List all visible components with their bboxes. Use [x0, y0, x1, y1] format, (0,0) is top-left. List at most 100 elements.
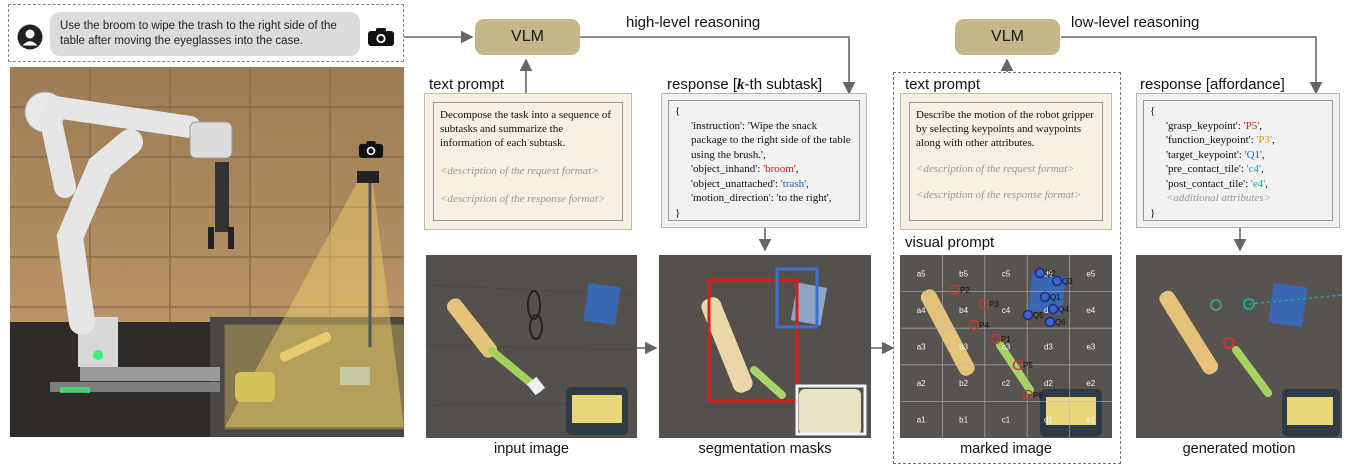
- q-keypoint-marker: [1034, 267, 1046, 279]
- prompt1-response-format: <description of the response format>: [440, 193, 606, 205]
- grid-tile-label: e5: [1086, 269, 1095, 278]
- grid-tile-label: b2: [959, 379, 968, 388]
- p-keypoint-label: P4: [979, 321, 989, 330]
- q-keypoint-label: Q6: [1055, 318, 1066, 327]
- affordance-open-brace: {: [1150, 105, 1156, 117]
- grid-tile-label: b5: [959, 269, 968, 278]
- response-subtask-label: response [k-th subtask]: [667, 76, 822, 94]
- affordance-function-value: 'P3': [1256, 134, 1273, 146]
- p-keypoint-label: P1: [1001, 335, 1011, 344]
- grid-tile-label: c3: [1002, 343, 1011, 352]
- q-keypoint-marker: [1051, 275, 1063, 287]
- prompt1-body: Decompose the task into a sequence of su…: [440, 109, 612, 149]
- camera-icon: [367, 27, 395, 47]
- q-keypoint-label: Q4: [1058, 305, 1069, 314]
- q-keypoint-marker: [1047, 303, 1059, 315]
- response-subtask-label-k: k: [737, 77, 745, 93]
- subtask-inhand-comma: ,: [795, 163, 799, 175]
- p-keypoint-label: P2: [960, 286, 970, 295]
- affordance-function-key: 'function_keypoint':: [1166, 134, 1254, 146]
- p-keypoint-label: P6: [1033, 391, 1043, 400]
- visual-prompt-label: visual prompt: [905, 234, 995, 251]
- subtask-instruction: 'instruction': 'Wipe the snack package t…: [691, 119, 853, 163]
- vlm-high-level: VLM: [475, 19, 580, 55]
- low-level-text-prompt: Describe the motion of the robot gripper…: [900, 93, 1112, 230]
- prompt2-body: Describe the motion of the robot gripper…: [916, 109, 1094, 149]
- affordance-function: 'function_keypoint': 'P3',: [1166, 133, 1326, 148]
- subtask-unattached-key: 'object_unattached':: [691, 177, 779, 190]
- subtask-instruction-value: 'Wipe the snack package to the right sid…: [691, 119, 851, 161]
- grid-tile-label: a4: [917, 306, 926, 315]
- q-keypoint-label: Q5: [1033, 311, 1044, 320]
- text-prompt-label-2: text prompt: [905, 76, 981, 93]
- grid-tile-label: a1: [917, 416, 926, 425]
- text-prompt-label-1: text prompt: [429, 76, 505, 93]
- p-keypoint-marker: [1012, 359, 1024, 371]
- input-image: [426, 255, 637, 438]
- p-keypoint-label: P3: [989, 300, 999, 309]
- vlm-low-level: VLM: [955, 19, 1060, 55]
- scene-camera-icon: [358, 140, 384, 159]
- affordance-additional: <additional attributes>: [1166, 192, 1271, 204]
- affordance-response: { 'grasp_keypoint': 'P5', 'function_keyp…: [1136, 93, 1340, 228]
- p-keypoint-label: P5: [1023, 361, 1033, 370]
- affordance-grasp-value: 'P5': [1243, 119, 1260, 132]
- grid-tile-label: c5: [1002, 269, 1011, 278]
- subtask-instruction-key: 'instruction':: [691, 119, 746, 132]
- p-keypoint-marker: [990, 333, 1002, 345]
- user-avatar: [17, 24, 43, 50]
- robot-scene-photo: [10, 67, 404, 437]
- subtask-motion-direction: 'motion_direction': 'to the right',: [691, 191, 853, 206]
- affordance-target: 'target_keypoint': 'Q1',: [1166, 148, 1326, 163]
- affordance-target-key: 'target_keypoint':: [1166, 148, 1242, 161]
- generated-motion-caption: generated motion: [1182, 441, 1296, 457]
- affordance-post-value: 'e4': [1250, 177, 1266, 190]
- high-level-reasoning-label: high-level reasoning: [626, 14, 761, 31]
- p-keypoint-marker: [978, 298, 990, 310]
- q-keypoint-marker: [1044, 316, 1056, 328]
- subtask-object-inhand: 'object_inhand': 'broom',: [691, 162, 853, 177]
- grid-tile-label: a5: [917, 269, 926, 278]
- affordance-target-comma: ,: [1262, 148, 1265, 161]
- grid-tile-label: e2: [1086, 379, 1095, 388]
- grid-tile-label: e1: [1086, 416, 1095, 425]
- q-keypoint-label: Q1: [1050, 293, 1061, 302]
- grid-tile-label: d2: [1044, 379, 1053, 388]
- low-level-reasoning-label: low-level reasoning: [1071, 14, 1200, 31]
- marked-image: a5b5c5d5e5a4b4c4d4e4a3b3c3d3e3a2b2c2d2e2…: [900, 255, 1112, 438]
- prompt2-request-format: <description of the request format>: [916, 163, 1075, 175]
- q-keypoint-label: Q2: [1045, 269, 1056, 278]
- subtask-object-unattached: 'object_unattached': 'trash',: [691, 177, 853, 192]
- p-keypoint-marker: [1022, 389, 1034, 401]
- affordance-post-contact: 'post_contact_tile': 'e4',: [1166, 177, 1326, 192]
- q-keypoint-marker: [1039, 291, 1051, 303]
- affordance-grasp-comma: ,: [1259, 119, 1262, 132]
- subtask-response: { 'instruction': 'Wipe the snack package…: [661, 93, 867, 228]
- marked-image-caption: marked image: [960, 441, 1052, 457]
- segmentation-masks-image: [659, 255, 871, 438]
- subtask-unattached-comma: ,: [806, 177, 809, 190]
- response-subtask-label-post: -th subtask]: [744, 76, 823, 93]
- subtask-inhand-key: 'object_inhand':: [691, 163, 761, 175]
- grid-tile-label: b4: [959, 306, 968, 315]
- affordance-grasp-key: 'grasp_keypoint':: [1166, 119, 1241, 132]
- p-keypoint-marker: [949, 284, 961, 296]
- subtask-inhand-value: 'broom': [763, 163, 796, 175]
- affordance-pre-contact: 'pre_contact_tile': 'c4',: [1166, 162, 1326, 177]
- grid-tile-label: c4: [1002, 306, 1011, 315]
- affordance-target-value: 'Q1': [1244, 148, 1263, 161]
- grid-tile-label: a3: [917, 343, 926, 352]
- low-level-prompt-group: [893, 72, 1121, 464]
- prompt2-response-format: <description of the response format>: [916, 189, 1082, 201]
- subtask-close-brace: }: [675, 206, 681, 219]
- input-image-caption: input image: [494, 441, 569, 457]
- grid-tile-label: e4: [1086, 306, 1095, 315]
- grid-tile-label: d5: [1044, 269, 1053, 278]
- grid-tile-label: c2: [1002, 379, 1011, 388]
- subtask-unattached-value: 'trash': [780, 177, 807, 190]
- p-keypoint-marker: [968, 319, 980, 331]
- affordance-pre-value: 'c4': [1246, 163, 1261, 175]
- prompt1-request-format: <description of the request format>: [440, 165, 599, 177]
- affordance-pre-comma: ,: [1261, 163, 1264, 175]
- grid-tile-label: d3: [1044, 343, 1053, 352]
